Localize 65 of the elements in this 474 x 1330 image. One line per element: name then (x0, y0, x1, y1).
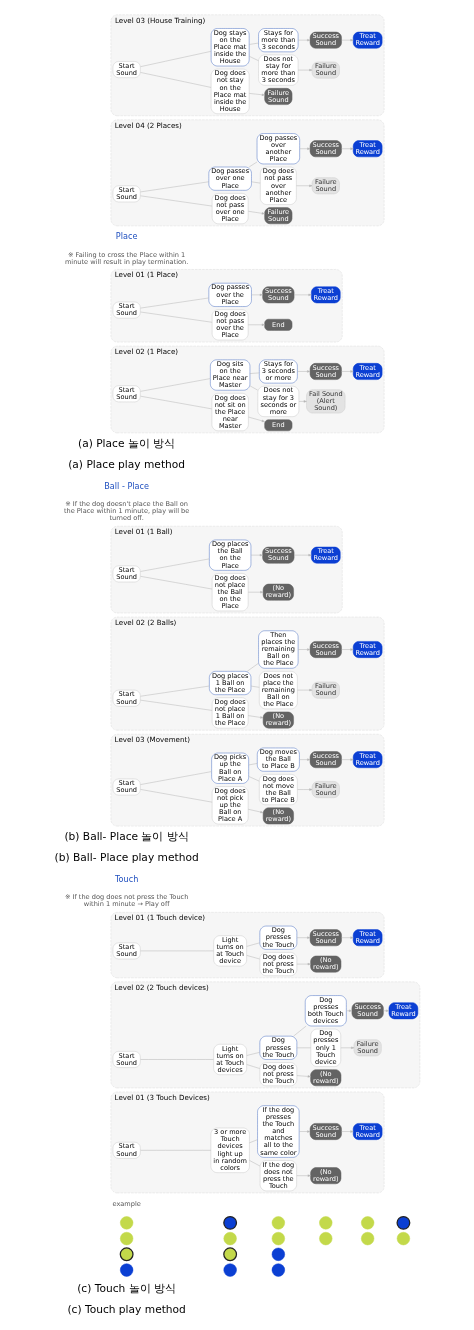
arrow (247, 809, 264, 814)
label: Place (115, 230, 138, 241)
connector (140, 395, 212, 410)
label: (c) Touch 놀이 방식 (77, 1281, 177, 1295)
node-circle (271, 1232, 285, 1246)
node-circle (223, 1247, 238, 1262)
node-circle (361, 1216, 375, 1230)
arrow (297, 370, 311, 373)
node-circle (271, 1263, 285, 1277)
connector (246, 942, 260, 947)
label: (b) Ball- Place 놀이 방식 (64, 829, 189, 843)
arrow (249, 93, 265, 96)
connector (249, 56, 259, 61)
connector (140, 558, 210, 572)
connector (140, 771, 212, 785)
connector (140, 1059, 214, 1060)
node-circle (120, 1263, 134, 1277)
node-circle (120, 1232, 134, 1246)
label: (a) Place play method (68, 458, 186, 472)
node-circle (361, 1232, 375, 1246)
node-circle (319, 1232, 333, 1246)
connector (246, 1064, 260, 1069)
node-circle (271, 1216, 285, 1230)
connector (140, 72, 212, 88)
connector (140, 297, 210, 309)
node-circle (120, 1216, 134, 1230)
arrow (341, 648, 354, 651)
label: Touch (115, 873, 139, 884)
label: Ball - Place (104, 480, 149, 491)
connector (249, 1139, 258, 1144)
connector (249, 385, 258, 391)
node-circle (223, 1215, 238, 1230)
arrow (247, 211, 265, 215)
node-circle (319, 1216, 333, 1230)
arrow (341, 370, 354, 373)
connector (246, 955, 260, 960)
connector (140, 789, 213, 803)
connector (248, 161, 258, 168)
arrow (341, 1130, 354, 1133)
connector (140, 378, 211, 392)
arrow (383, 1009, 389, 1012)
connector (140, 576, 213, 590)
node-circle (396, 1232, 410, 1246)
connector (140, 311, 213, 323)
label: (b) Ball- Place play method (54, 851, 199, 865)
label: (a) Place 놀이 방식 (78, 436, 176, 450)
connector (248, 776, 260, 782)
node-circle (223, 1232, 237, 1246)
connector (246, 663, 259, 672)
connector (140, 195, 213, 207)
arrow (248, 416, 265, 422)
label: (c) Touch play method (67, 1302, 186, 1316)
connector (140, 699, 213, 711)
connector (140, 685, 210, 697)
arrow (297, 648, 311, 651)
arrow (298, 1130, 311, 1133)
connector (249, 1160, 261, 1167)
node-circle (271, 1247, 285, 1261)
arrow (297, 788, 313, 791)
connector (140, 181, 210, 193)
node-circle (119, 1247, 134, 1262)
connector (140, 51, 212, 67)
node-circle (223, 1263, 237, 1277)
node-circle (396, 1215, 411, 1230)
connector (293, 1025, 307, 1037)
